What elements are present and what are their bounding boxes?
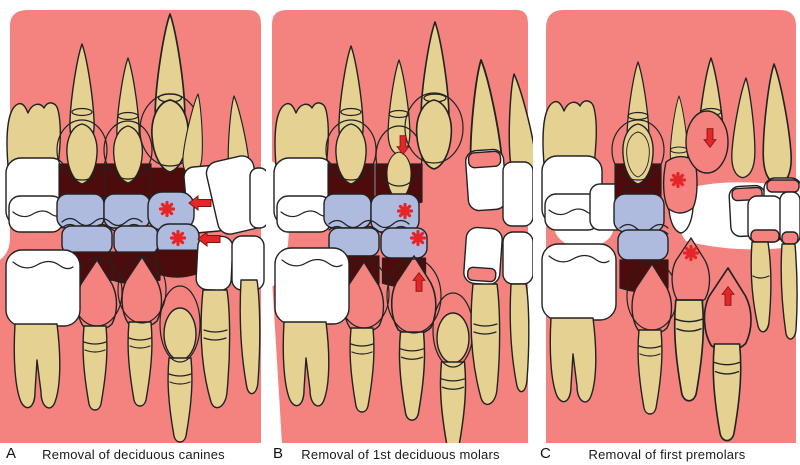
upper-canine-germ: [404, 21, 464, 170]
upper-first-deciduous-molar-germ: [103, 57, 153, 207]
caption-b: B Removal of 1st deciduous molars: [267, 443, 534, 465]
upper-second-deciduous-molar-germ: [56, 43, 108, 207]
lower-central-incisor: [231, 235, 265, 395]
lower-lateral-incisor: [747, 195, 783, 333]
lower-lateral-incisor: [195, 235, 234, 409]
lower-canine-germ: [159, 285, 201, 443]
upper-deciduous-molar-crown: [56, 193, 105, 229]
caption-text-c: Removal of first premolars: [588, 447, 746, 462]
panel-b-illustration: [267, 10, 533, 444]
lower-deciduous-molar-crown: [113, 225, 159, 255]
asterisk-icon: [169, 229, 187, 247]
asterisk-icon: [682, 244, 700, 262]
upper-permanent-canine-erupting: [464, 58, 508, 212]
lower-first-premolar-erupting: [386, 255, 442, 421]
lower-teeth: [274, 226, 533, 444]
lower-teeth: [5, 235, 265, 443]
deciduous-crown-row: [323, 193, 428, 259]
caption-c: C Removal of first premolars: [534, 443, 800, 465]
upper-teeth: [5, 13, 266, 235]
lower-first-deciduous-molar-crown: [380, 227, 428, 259]
caption-bar: A Removal of deciduous canines B Removal…: [0, 443, 800, 465]
upper-first-premolar-erupting: [662, 95, 698, 234]
asterisk-icon: [396, 202, 414, 220]
deciduous-crown-row: [56, 191, 200, 257]
caption-a: A Removal of deciduous canines: [0, 443, 267, 465]
lower-central-incisor: [779, 191, 800, 340]
panel-letter-b: B: [273, 445, 284, 462]
deciduous-crown-row: [613, 193, 669, 261]
upper-central-incisor: [205, 94, 266, 235]
lower-teeth: [541, 191, 800, 442]
lower-second-deciduous-molar-crown: [617, 229, 669, 261]
panel-a-illustration: [0, 10, 266, 444]
lower-permanent-canine: [463, 226, 503, 406]
asterisk-icon: [158, 200, 176, 218]
panel-c-illustration: [541, 10, 800, 444]
caption-text-b: Removal of 1st deciduous molars: [301, 447, 500, 462]
lower-deciduous-molar-crown: [61, 225, 113, 255]
upper-teeth: [273, 21, 533, 233]
asterisk-icon: [669, 171, 687, 189]
panel-letter-a: A: [6, 445, 17, 462]
caption-text-a: Removal of deciduous canines: [42, 447, 225, 462]
asterisk-icon: [409, 229, 427, 247]
lower-incisor: [502, 231, 533, 393]
upper-first-deciduous-molar-crown: [370, 193, 420, 233]
lower-canine-germ: [432, 292, 474, 444]
upper-incisor: [500, 71, 533, 227]
lower-second-premolar-germ: [117, 256, 167, 407]
panel-letter-c: C: [540, 445, 551, 462]
